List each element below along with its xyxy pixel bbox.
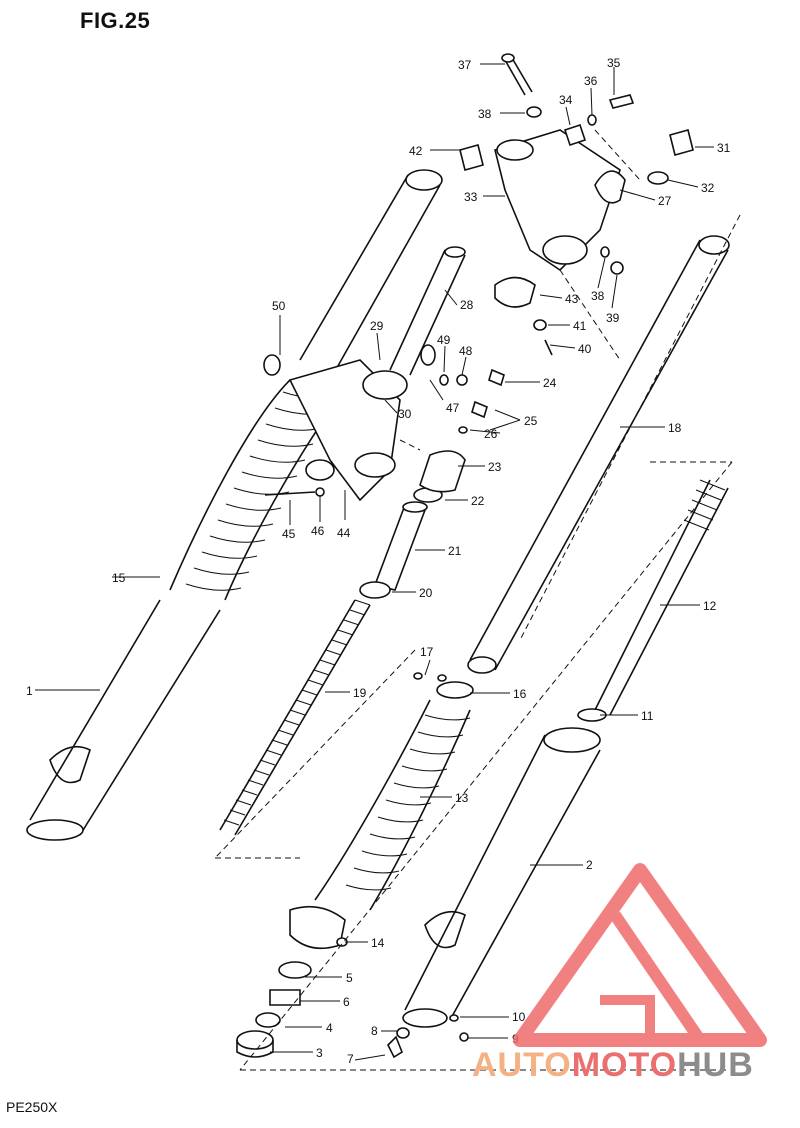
callout-5: 5 [346,971,353,985]
lower-bracket [264,246,466,502]
alignment-lines [214,129,741,1071]
callout-33: 33 [464,190,478,204]
callout-8: 8 [371,1024,378,1038]
callout-21: 21 [448,544,462,558]
callout-34: 34 [559,93,573,107]
callout-49: 49 [437,333,451,347]
callout-43: 43 [565,292,579,306]
callout-26: 26 [484,427,498,441]
callout-47: 47 [446,401,460,415]
center-internals [219,450,466,836]
callout-41: 41 [573,319,587,333]
callout-1: 1 [26,684,33,698]
callout-27: 27 [658,194,672,208]
callout-15: 15 [112,571,126,585]
callout-50: 50 [272,299,286,313]
callout-14: 14 [371,936,385,950]
left-fork-assembly [26,169,443,841]
watermark-hub: HUB [677,1046,754,1084]
callout-36: 36 [584,74,598,88]
callout-46: 46 [311,524,325,538]
watermark-moto: MOTO [571,1046,678,1084]
callout-28: 28 [460,298,474,312]
callout-31: 31 [717,141,731,155]
callout-12: 12 [703,599,717,613]
callout-39: 39 [606,311,620,325]
figure-title: FIG.25 [80,8,151,33]
model-code: PE250X [6,1099,58,1115]
callout-6: 6 [343,995,350,1009]
fasteners [263,53,694,1059]
watermark-wordmark: AUTOMOTOHUB [472,1046,754,1085]
callout-16: 16 [513,687,527,701]
callout-4: 4 [326,1021,333,1035]
callout-19: 19 [353,686,367,700]
callout-42: 42 [409,144,423,158]
callout-17: 17 [420,645,434,659]
callout-44: 44 [337,526,351,540]
callout-22: 22 [471,494,485,508]
callout-32: 32 [701,181,715,195]
callout-leaders [35,63,714,1061]
callout-45: 45 [282,527,296,541]
inner-tube-right [436,235,730,699]
callout-20: 20 [419,586,433,600]
callout-18: 18 [668,421,682,435]
callout-11: 11 [641,709,654,723]
callout-24: 24 [543,376,557,390]
callout-7: 7 [347,1052,354,1066]
callout-40: 40 [578,342,592,356]
callout-3: 3 [316,1046,323,1060]
callout-2: 2 [586,858,593,872]
callout-48: 48 [459,344,473,358]
top-bracket [459,123,626,272]
callout-29: 29 [370,319,384,333]
callout-38-lower: 38 [591,289,605,303]
center-boot [289,699,471,950]
callout-10: 10 [512,1010,526,1024]
callout-35: 35 [607,56,621,70]
lower-seals [236,961,312,1058]
callout-37: 37 [458,58,472,72]
callout-30: 30 [398,407,412,421]
callout-25: 25 [524,414,538,428]
watermark-logo [513,863,767,1047]
callout-38-upper: 38 [478,107,492,121]
callout-labels: 1 2 3 4 5 6 7 8 9 10 11 12 13 14 15 16 1… [26,56,731,1066]
watermark-auto: AUTO [472,1046,572,1084]
right-lower-leg [402,479,729,1028]
callout-23: 23 [488,460,502,474]
callout-13: 13 [455,791,469,805]
